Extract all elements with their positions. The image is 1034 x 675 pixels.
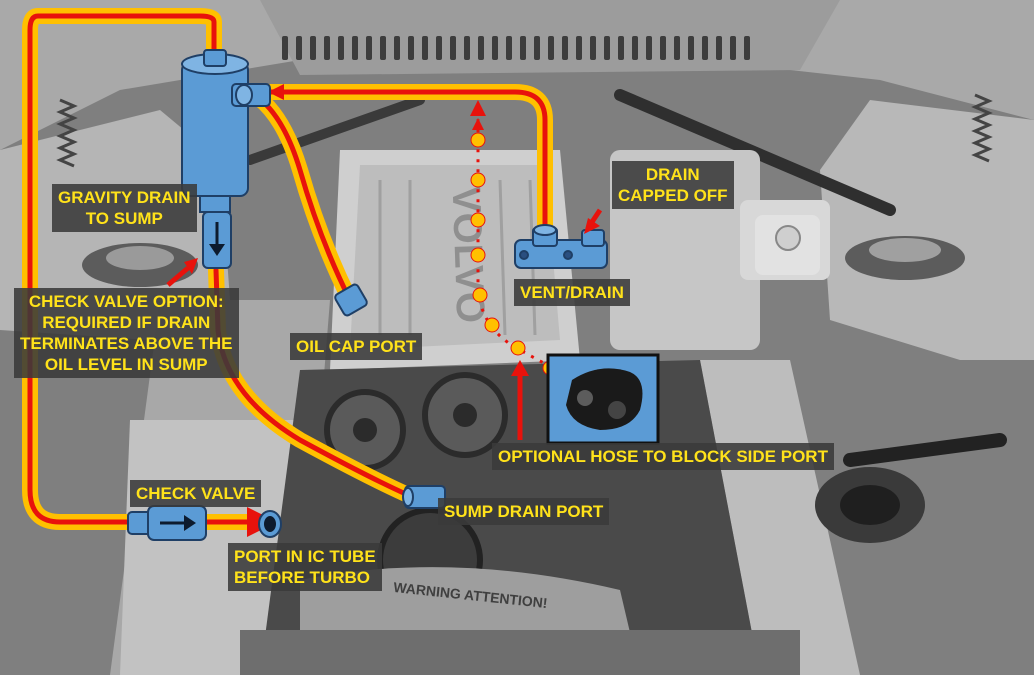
label-sump-drain-port: SUMP DRAIN PORT [438, 498, 610, 525]
optional-hose-dotted [470, 100, 561, 376]
sump-drain-port-fitting-icon [402, 485, 446, 509]
block-side-port-inset [546, 353, 660, 445]
label-gravity-drain: GRAVITY DRAIN TO SUMP [52, 184, 197, 232]
ic-tube-port-icon [258, 510, 282, 538]
label-drain-capped-off: DRAIN CAPPED OFF [612, 161, 734, 209]
drain-check-valve-icon [202, 211, 232, 269]
oil-cap-port-fitting-icon [334, 283, 368, 317]
label-port-ic-tube: PORT IN IC TUBE BEFORE TURBO [228, 543, 382, 591]
label-vent-drain: VENT/DRAIN [514, 279, 630, 306]
pointer-arrows [166, 208, 603, 440]
label-check-valve: CHECK VALVE [130, 480, 262, 507]
check-valve-icon [127, 505, 207, 541]
vent-drain-manifold-icon [514, 224, 608, 269]
catch-can-icon [181, 49, 271, 213]
label-optional-hose: OPTIONAL HOSE TO BLOCK SIDE PORT [492, 443, 834, 470]
label-oil-cap-port: OIL CAP PORT [290, 333, 423, 360]
label-check-valve-option: CHECK VALVE OPTION: REQUIRED IF DRAIN TE… [14, 288, 239, 378]
